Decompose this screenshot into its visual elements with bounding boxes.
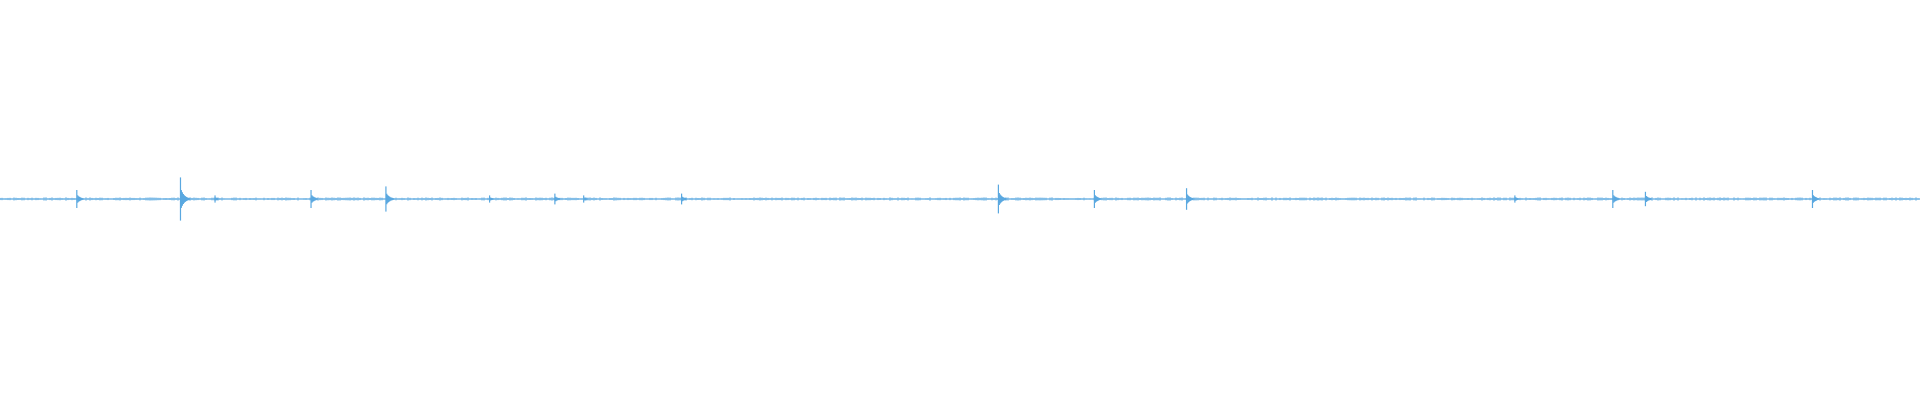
waveform-noise-path (0, 197, 1919, 201)
waveform-noise (0, 197, 1919, 201)
